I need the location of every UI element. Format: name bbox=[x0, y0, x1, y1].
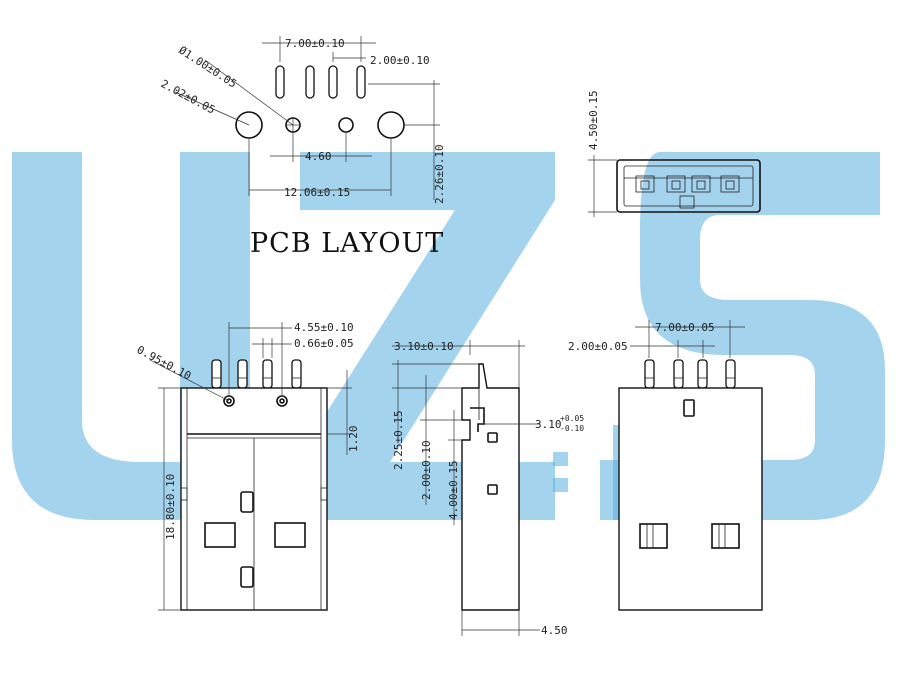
back-view-pins bbox=[644, 359, 736, 389]
pcb-pad-3 bbox=[328, 65, 338, 99]
pcb-dim-pitch-inner: 2.00±0.10 bbox=[370, 54, 430, 67]
back-view-shell bbox=[618, 387, 763, 611]
pcb-locating-hole-right bbox=[338, 117, 354, 133]
side-view-dim-thickness: 4.50 bbox=[541, 624, 568, 637]
back-view: 7.00±0.05 2.00±0.05 bbox=[568, 320, 763, 611]
top-view-window-left bbox=[204, 522, 236, 548]
side-view-dim-b: 2.00±0.10 bbox=[420, 440, 433, 500]
end-view-contacts bbox=[635, 175, 740, 193]
side-view-dim-post-offset: 3.10 bbox=[535, 418, 562, 431]
end-view-shell bbox=[616, 159, 761, 213]
pcb-layout-title: PCB LAYOUT bbox=[250, 228, 444, 259]
top-view-window-right bbox=[274, 522, 306, 548]
pcb-dim-large-hole: 2.02±0.05 bbox=[159, 77, 218, 116]
top-view-dim-pin-width: 0.66±0.05 bbox=[294, 337, 354, 350]
back-view-window-left bbox=[639, 523, 668, 549]
pcb-dim-pitch-outer: 7.00±0.10 bbox=[285, 37, 345, 50]
end-view-dim-height: 4.50±0.15 bbox=[587, 90, 600, 150]
pcb-dim-hole-spacing: 4.60 bbox=[305, 150, 332, 163]
top-view-dim-step: 1.20 bbox=[347, 426, 360, 453]
side-view-dim-c: 4.00±0.15 bbox=[447, 460, 460, 520]
pcb-dim-small-hole: Ø1.00±0.05 bbox=[176, 44, 239, 91]
side-view: 3.10±0.10 3.10 +0.05 -0.10 2.25±0.15 2.0… bbox=[392, 340, 584, 637]
pcb-pad-2 bbox=[305, 65, 315, 99]
pcb-dim-pad-offset: 2.26±0.10 bbox=[433, 144, 446, 204]
side-view-dim-top-offset: 3.10±0.10 bbox=[394, 340, 454, 353]
side-view-dim-post-tol-upper: +0.05 bbox=[560, 414, 584, 423]
pcb-pad-4 bbox=[356, 65, 366, 99]
end-view: 4.50±0.15 bbox=[587, 90, 761, 217]
pcb-pad-1 bbox=[275, 65, 285, 99]
side-view-body bbox=[461, 363, 520, 611]
back-view-window-right bbox=[711, 523, 740, 549]
top-view-dim-length: 18.80±0.10 bbox=[164, 474, 177, 540]
side-view-dim-post-tol-lower: -0.10 bbox=[560, 424, 584, 433]
pcb-dim-shell-spacing: 12.06±0.15 bbox=[284, 186, 350, 199]
pcb-shell-hole-right bbox=[377, 111, 405, 139]
top-view-dim-pitch: 4.55±0.10 bbox=[294, 321, 354, 334]
side-view-dim-a: 2.25±0.15 bbox=[392, 410, 405, 470]
back-view-dim-pitch-outer: 7.00±0.05 bbox=[655, 321, 715, 334]
back-view-dim-pitch-inner: 2.00±0.05 bbox=[568, 340, 628, 353]
